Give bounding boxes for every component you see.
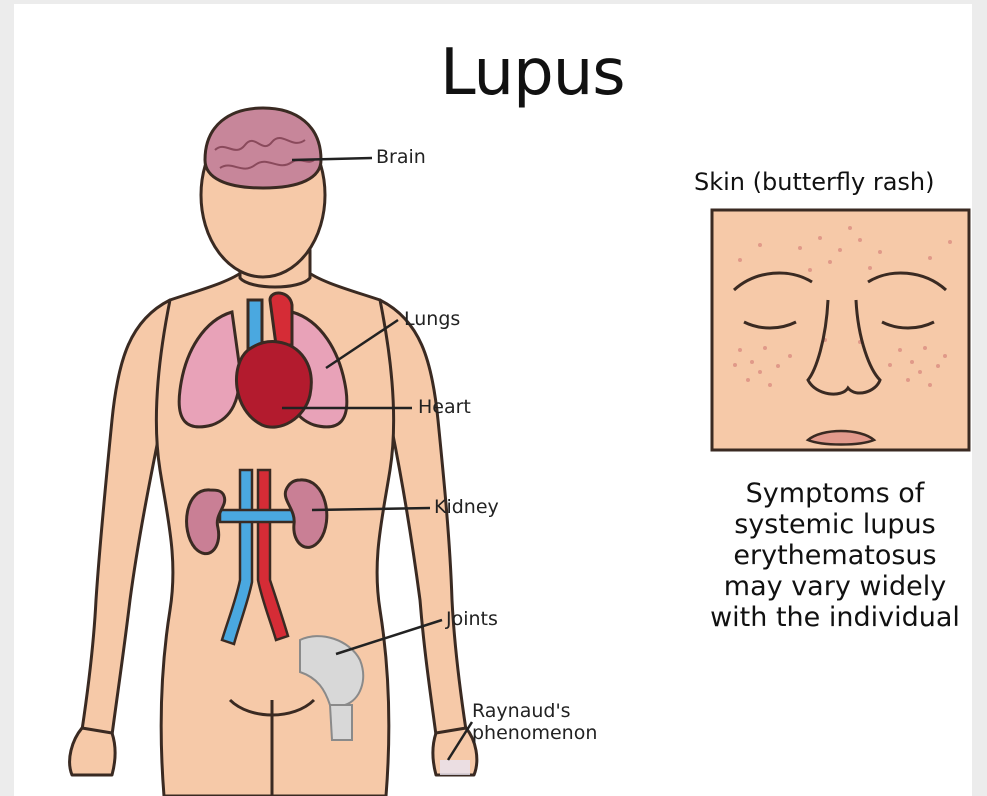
caption-text: Symptoms of systemic lupus erythematosus… [690, 478, 980, 633]
label-lungs: Lungs [404, 308, 460, 330]
label-joints: Joints [446, 608, 498, 630]
face-panel [712, 210, 969, 450]
left-arm [82, 300, 170, 735]
raynauds-fingers [440, 760, 470, 775]
caption-line: with the individual [690, 602, 980, 633]
page-title: Lupus [440, 36, 625, 110]
label-kidney: Kidney [434, 496, 499, 518]
label-brain: Brain [376, 146, 426, 168]
caption-line: Symptoms of [690, 478, 980, 509]
human-body-figure [70, 113, 477, 796]
label-raynauds: Raynaud's phenomenon [472, 700, 597, 744]
left-hand [70, 728, 115, 775]
caption-line: may vary widely [690, 571, 980, 602]
face-panel-frame [712, 210, 969, 450]
caption-line: systemic lupus [690, 509, 980, 540]
caption-line: erythematosus [690, 540, 980, 571]
skin-panel-title: Skin (butterfly rash) [694, 168, 935, 196]
brain-organ [205, 108, 321, 188]
label-heart: Heart [418, 396, 471, 418]
